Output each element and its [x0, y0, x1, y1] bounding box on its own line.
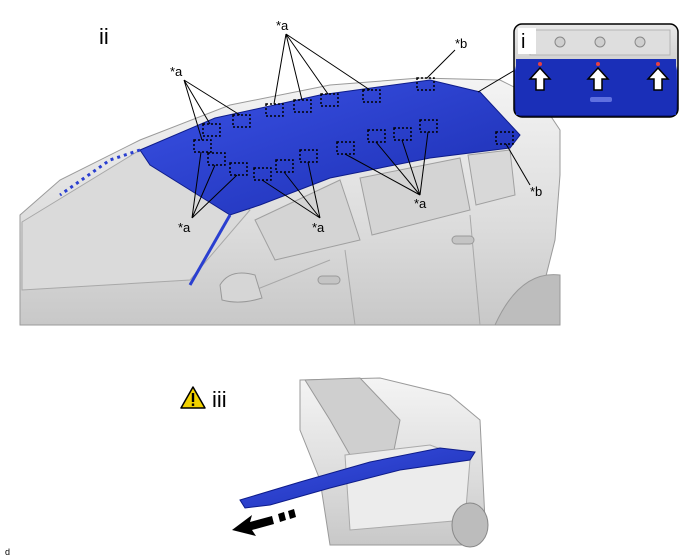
side-mirror	[219, 272, 263, 303]
removed-headliner	[239, 447, 476, 509]
inset-bolt	[554, 36, 566, 48]
clip-a-box	[229, 162, 248, 176]
clip-a-label: *a	[170, 64, 183, 79]
clip-b-label: *b	[455, 36, 467, 51]
leader-lines	[183, 33, 531, 219]
clip-a-box	[362, 89, 381, 103]
step-label-iii: iii	[212, 387, 227, 412]
a-pillar-trim-lower	[188, 214, 232, 286]
inset-bolt	[634, 36, 646, 48]
roof-headliner	[139, 79, 521, 216]
footer-code: d	[5, 547, 10, 557]
step-label-i: i	[521, 31, 525, 53]
inset-clip	[538, 62, 542, 66]
arrow-up-icon	[646, 66, 670, 91]
clip-a-box	[202, 123, 221, 137]
clip-a-box	[207, 152, 226, 166]
detail-inset-i: i	[513, 23, 679, 118]
clip-a-box	[293, 99, 312, 113]
clip-b-box	[416, 77, 435, 91]
arrow-up-icon	[586, 66, 610, 91]
inset-label-bg	[518, 28, 536, 54]
warning-triangle-icon	[180, 386, 206, 409]
clip-a-box	[320, 93, 339, 107]
inset-clip	[656, 62, 660, 66]
inset-handle	[590, 97, 612, 102]
vehicle-top-illustration: ii *a *a *a *a *a *b *b	[19, 18, 561, 326]
clip-a-box	[419, 119, 438, 133]
clip-a-label: *a	[178, 220, 191, 235]
clip-b-label: *b	[530, 184, 542, 199]
side-window-front	[254, 179, 361, 261]
removal-direction-arrow-icon	[232, 509, 296, 536]
arrow-up-icon	[528, 66, 552, 91]
side-window-quarter	[467, 149, 516, 206]
inset-clip	[596, 62, 600, 66]
clip-a-label: *a	[414, 196, 427, 211]
door-handle-rear	[451, 235, 475, 245]
clip-b-markers	[416, 77, 514, 145]
clip-a-box	[232, 114, 251, 128]
clip-a-label: *a	[276, 18, 289, 33]
step-label-ii: ii	[99, 24, 109, 49]
door-handle-front	[317, 275, 341, 285]
rear-wheel	[451, 502, 489, 548]
vehicle-rear-illustration: iii	[180, 377, 489, 548]
clip-a-box	[193, 139, 212, 153]
a-pillar-trim	[59, 148, 141, 197]
inset-bolt	[594, 36, 606, 48]
rear-wheel-arch	[494, 274, 561, 326]
clip-a-label: *a	[312, 220, 325, 235]
clip-b-box	[495, 131, 514, 145]
